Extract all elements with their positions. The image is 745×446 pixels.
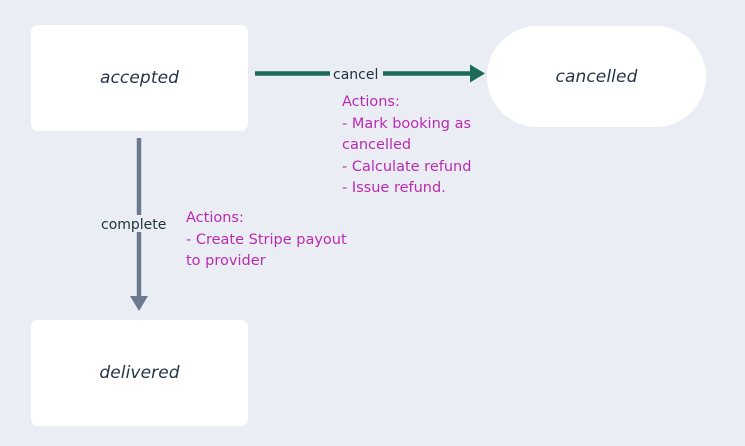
state-node-cancelled[interactable]: cancelled bbox=[487, 26, 706, 127]
edge-complete-arrowhead bbox=[130, 296, 148, 311]
state-node-accepted-label: accepted bbox=[99, 68, 180, 88]
state-node-accepted[interactable]: accepted bbox=[31, 25, 248, 131]
state-node-cancelled-label: cancelled bbox=[555, 66, 638, 87]
state-node-delivered[interactable]: delivered bbox=[31, 320, 248, 426]
edge-cancel-arrowhead bbox=[470, 64, 485, 83]
edge-actions-complete: Actions: - Create Stripe payout to provi… bbox=[186, 210, 347, 269]
edge-label-complete: complete bbox=[101, 217, 167, 233]
edge-actions-cancel: Actions: - Mark booking as cancelled - C… bbox=[342, 94, 472, 196]
state-node-delivered-label: delivered bbox=[99, 363, 180, 383]
edge-label-cancel: cancel bbox=[333, 67, 379, 83]
